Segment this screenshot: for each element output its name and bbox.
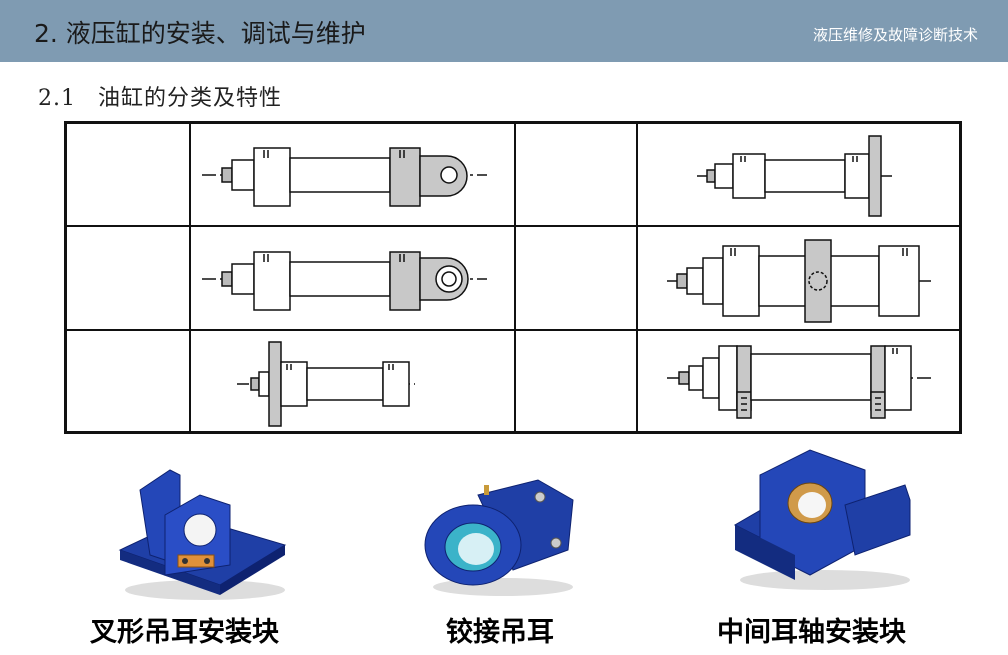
- table-divider: [636, 124, 638, 431]
- mounting-types-table: [64, 121, 962, 434]
- trunnion-block-photo: [733, 449, 911, 590]
- rear-flange-mount-cylinder-drawing: [697, 135, 892, 217]
- course-subtitle: 液压维修及故障诊断技术: [812, 26, 978, 44]
- intermediate-trunnion-mount-cylinder-drawing: [667, 239, 932, 323]
- rod-eye-photo: [424, 479, 574, 596]
- front-flange-mount-cylinder-drawing: [237, 341, 415, 427]
- section-heading: 2.1 油缸的分类及特性: [38, 80, 282, 112]
- foot-mount-cylinder-drawing: [667, 345, 932, 419]
- spherical-eye-mount-cylinder-drawing: [202, 251, 487, 311]
- clevis-bracket-caption: 叉形吊耳安装块: [90, 617, 279, 648]
- clevis-rear-mount-cylinder-drawing: [202, 147, 487, 207]
- clevis-bracket-photo: [118, 469, 287, 600]
- table-divider: [189, 124, 191, 431]
- section-title: 油缸的分类及特性: [98, 86, 283, 111]
- section-number: 2.1: [38, 86, 76, 111]
- table-divider: [67, 225, 959, 227]
- rod-eye-caption: 铰接吊耳: [446, 617, 554, 648]
- table-divider: [514, 124, 516, 431]
- header-bar: 2. 液压缸的安装、调试与维护 液压维修及故障诊断技术: [0, 0, 1008, 62]
- table-divider: [67, 329, 959, 331]
- trunnion-block-caption: 中间耳轴安装块: [717, 617, 906, 648]
- page-title: 2. 液压缸的安装、调试与维护: [34, 19, 366, 48]
